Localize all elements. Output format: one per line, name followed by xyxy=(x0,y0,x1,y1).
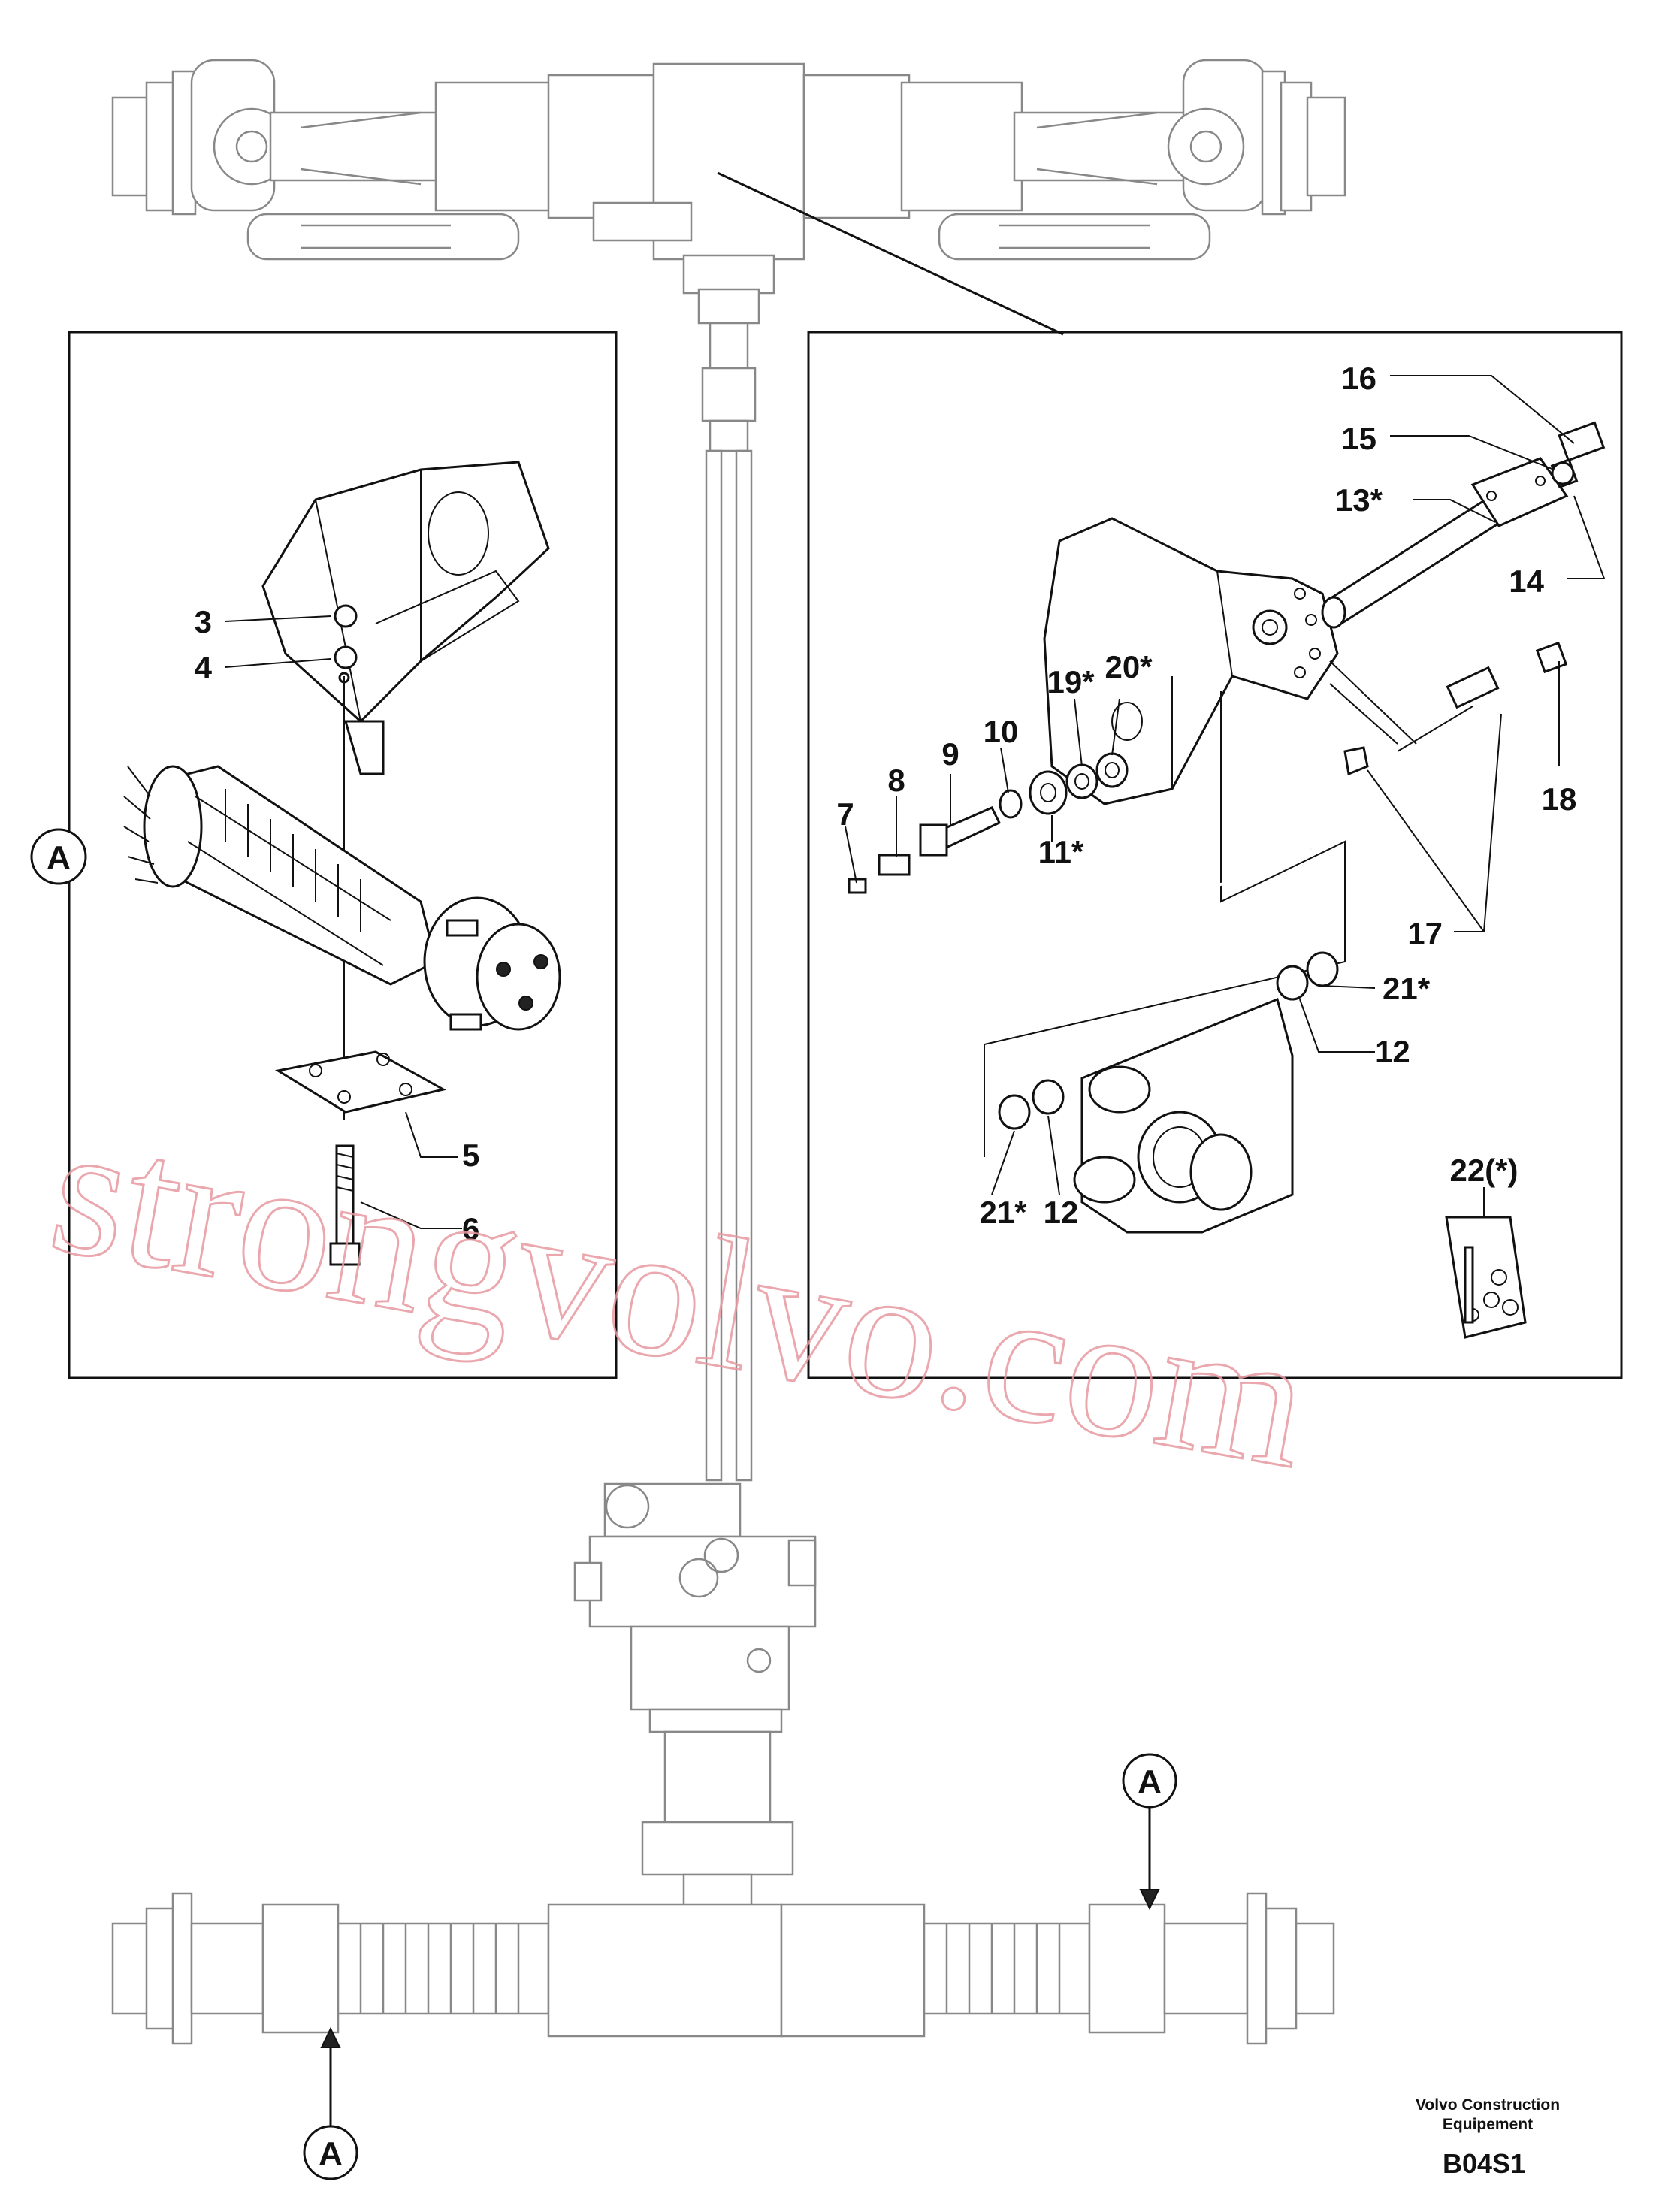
washer-10 xyxy=(999,789,1023,819)
svg-text:A: A xyxy=(319,2135,343,2172)
right-detail-box: 7 8 9 10 11* 12 13* 14 15 16 17 18 19* 2… xyxy=(807,331,1623,1379)
svg-text:14: 14 xyxy=(1509,564,1544,599)
detail-leader-line xyxy=(717,171,1064,336)
assembly-guide-line xyxy=(1220,691,1346,962)
svg-text:18: 18 xyxy=(1542,781,1577,817)
svg-text:10: 10 xyxy=(984,714,1019,749)
adapter-8 xyxy=(878,854,911,876)
svg-text:21*: 21* xyxy=(1383,971,1431,1006)
svg-text:8: 8 xyxy=(887,763,905,798)
svg-text:20*: 20* xyxy=(1105,649,1153,684)
company-name-line2: Equipement xyxy=(1443,2116,1533,2133)
svg-text:4: 4 xyxy=(195,650,213,685)
section-a-marker-left xyxy=(30,828,87,885)
section-a-marker-bottom-right: A xyxy=(1122,1753,1177,1911)
breather-18 xyxy=(1535,641,1568,674)
svg-text:9: 9 xyxy=(941,736,959,772)
washer-20 xyxy=(1095,752,1129,788)
seal-kit-22 xyxy=(1445,1216,1527,1339)
propeller-shaft xyxy=(701,367,757,1482)
svg-text:16: 16 xyxy=(1341,361,1376,396)
upper-housing xyxy=(1043,517,1339,805)
mounting-bracket xyxy=(261,461,550,775)
svg-text:12: 12 xyxy=(1044,1195,1079,1230)
svg-text:A: A xyxy=(47,839,71,876)
washer-12 xyxy=(1276,965,1309,1001)
drawing-code: B04S1 xyxy=(1443,2148,1525,2179)
nut-17 xyxy=(1343,746,1369,776)
svg-text:15: 15 xyxy=(1341,421,1376,456)
fitting-9 xyxy=(919,806,1002,857)
shaft-13 xyxy=(1321,457,1569,629)
svg-text:11*: 11* xyxy=(1038,834,1084,869)
svg-text:13*: 13* xyxy=(1335,482,1383,518)
bolt xyxy=(329,1144,361,1266)
washer-11 xyxy=(1029,770,1068,815)
splined-shaft xyxy=(123,765,561,1031)
left-detail-box: A xyxy=(30,331,618,1379)
washer-21 xyxy=(1306,951,1339,987)
section-a-marker-bottom-left: A xyxy=(303,2026,358,2180)
washer-12-lower xyxy=(1032,1079,1065,1115)
svg-text:6: 6 xyxy=(462,1211,479,1247)
svg-text:5: 5 xyxy=(462,1138,479,1173)
front-axle-assembly xyxy=(111,59,1346,370)
svg-text:12: 12 xyxy=(1375,1034,1410,1069)
svg-text:22(*): 22(*) xyxy=(1449,1153,1518,1188)
svg-text:7: 7 xyxy=(836,796,854,832)
company-name-line1: Volvo Construction xyxy=(1416,2096,1560,2114)
lower-housing xyxy=(1073,997,1294,1234)
rear-axle-assembly xyxy=(111,1892,1335,2045)
svg-text:21*: 21* xyxy=(979,1195,1027,1230)
svg-text:3: 3 xyxy=(195,604,212,639)
svg-text:A: A xyxy=(1138,1763,1162,1800)
washer-19 xyxy=(1065,763,1098,799)
washer-21-lower xyxy=(998,1094,1031,1130)
transmission-housing xyxy=(573,1482,817,1936)
svg-text:17: 17 xyxy=(1407,916,1443,951)
bolt-17 xyxy=(1446,666,1500,709)
svg-text:19*: 19* xyxy=(1047,664,1095,700)
footer: Volvo Construction Equipement B04S1 xyxy=(1416,2096,1560,2179)
support-plate xyxy=(274,1050,447,1114)
bolt-16 xyxy=(1558,421,1606,462)
washer-15 xyxy=(1551,461,1575,485)
